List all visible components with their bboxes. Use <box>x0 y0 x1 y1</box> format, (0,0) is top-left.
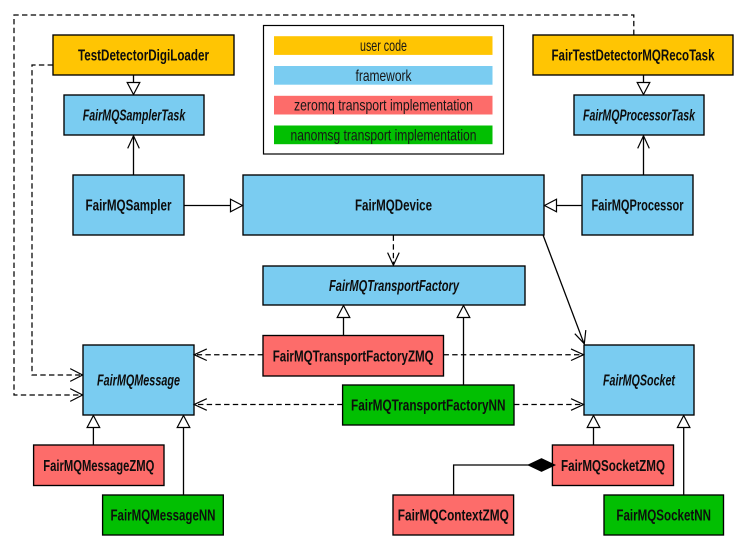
svg-text:FairMQContextZMQ: FairMQContextZMQ <box>398 508 509 525</box>
svg-text:FairMQSocketZMQ: FairMQSocketZMQ <box>561 458 665 475</box>
svg-text:FairMQSocketNN: FairMQSocketNN <box>616 508 711 525</box>
svg-text:FairMQSamplerTask: FairMQSamplerTask <box>83 108 186 125</box>
svg-text:FairMQMessage: FairMQMessage <box>97 373 180 390</box>
svg-text:FairTestDetectorMQRecoTask: FairTestDetectorMQRecoTask <box>552 48 715 65</box>
svg-text:FairMQDevice: FairMQDevice <box>355 198 432 215</box>
svg-text:FairMQProcessor: FairMQProcessor <box>592 198 684 215</box>
svg-text:framework: framework <box>356 68 413 85</box>
svg-text:FairMQProcessorTask: FairMQProcessorTask <box>583 108 696 125</box>
svg-text:FairMQMessageNN: FairMQMessageNN <box>111 508 216 525</box>
svg-text:FairMQTransportFactoryNN: FairMQTransportFactoryNN <box>351 398 506 415</box>
svg-text:nanomsg transport implementati: nanomsg transport implementation <box>291 127 477 144</box>
svg-text:FairMQMessageZMQ: FairMQMessageZMQ <box>43 458 154 475</box>
svg-text:TestDetectorDigiLoader: TestDetectorDigiLoader <box>78 48 209 65</box>
svg-text:FairMQTransportFactory: FairMQTransportFactory <box>329 278 460 295</box>
svg-text:FairMQTransportFactoryZMQ: FairMQTransportFactoryZMQ <box>273 349 434 366</box>
svg-text:FairMQSocket: FairMQSocket <box>603 373 675 390</box>
svg-text:user code: user code <box>360 38 407 55</box>
svg-text:zeromq transport implementatio: zeromq transport implementation <box>294 98 473 115</box>
svg-text:FairMQSampler: FairMQSampler <box>86 198 172 215</box>
